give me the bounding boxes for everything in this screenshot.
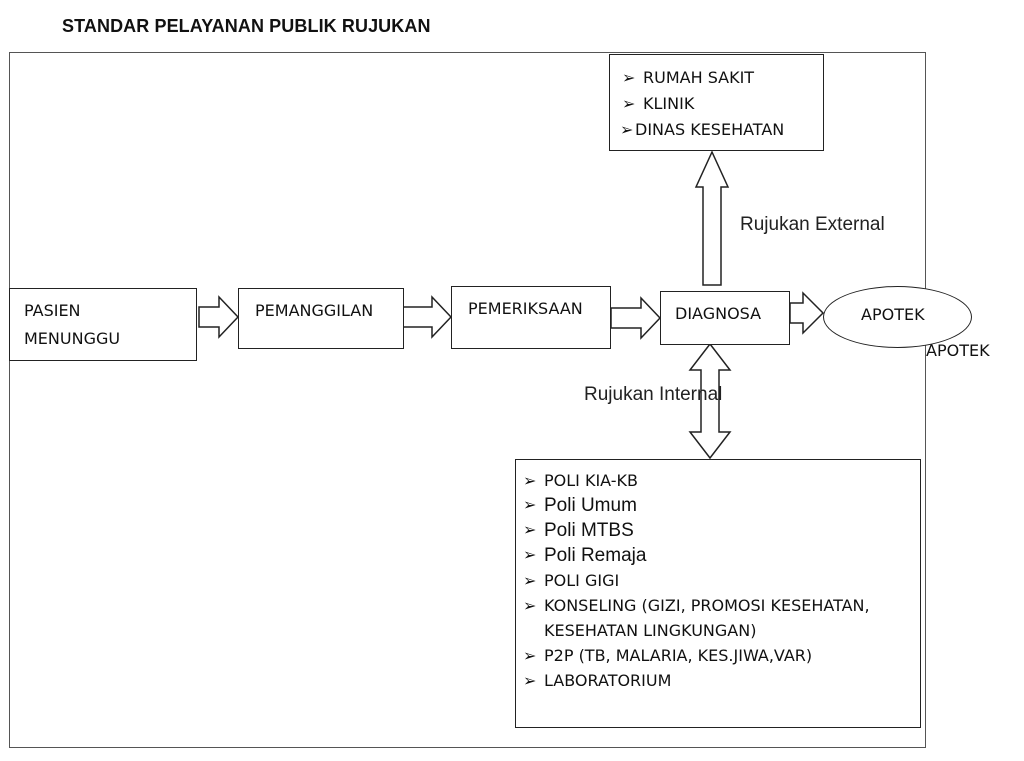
list-item: ➢ KONSELING (GIZI, PROMOSI KESEHATAN,	[519, 593, 870, 618]
internal-item-label: Poli Remaja	[544, 545, 647, 566]
node-pasien-menunggu: PASIEN MENUNGGU	[9, 288, 197, 361]
bullet-arrow-icon: ➢	[523, 596, 537, 615]
list-item: ➢ Poli Umum	[519, 493, 870, 518]
list-item-continuation: KESEHATAN LINGKUNGAN)	[519, 618, 870, 643]
internal-referral-box: ➢ POLI KIA-KB ➢ Poli Umum ➢ Poli MTBS ➢ Poli…	[515, 459, 921, 728]
arrow-diagnosa-to-apotek	[789, 291, 825, 335]
node-pemanggilan: PEMANGGILAN	[238, 288, 404, 349]
bullet-arrow-icon: ➢	[523, 497, 537, 514]
bullet-arrow-icon: ➢	[523, 471, 537, 490]
arrow-internal-double	[688, 342, 732, 460]
internal-item-label: P2P (TB, MALARIA, KES.JIWA,VAR)	[544, 646, 813, 665]
external-item-label: RUMAH SAKIT	[643, 68, 755, 87]
bullet-arrow-icon: ➢	[620, 120, 634, 139]
arrow-pasien-to-pemanggilan	[198, 295, 240, 339]
internal-item-label: Poli Umum	[544, 495, 637, 516]
node-apotek: APOTEK	[823, 286, 972, 348]
apotek-caption: APOTEK	[926, 341, 990, 360]
arrow-pemanggilan-to-pemeriksaan	[401, 295, 453, 339]
list-item: ➢ POLI GIGI	[519, 568, 870, 593]
node-pemeriksaan: PEMERIKSAAN	[451, 286, 611, 349]
bullet-arrow-icon: ➢	[622, 68, 636, 87]
external-item-label: DINAS KESEHATAN	[635, 120, 785, 139]
bullet-arrow-icon: ➢	[523, 547, 537, 564]
list-item: ➢ Poli MTBS	[519, 518, 870, 543]
list-item: ➢ LABORATORIUM	[519, 668, 870, 693]
node-apotek-label: APOTEK	[861, 305, 925, 324]
internal-item-label: Poli MTBS	[544, 520, 634, 541]
node-pasien-line2: MENUNGGU	[24, 329, 121, 348]
bullet-arrow-icon: ➢	[523, 571, 537, 590]
bullet-arrow-icon: ➢	[523, 646, 537, 665]
label-rujukan-external: Rujukan External	[740, 214, 885, 235]
node-diagnosa-label: DIAGNOSA	[675, 304, 762, 323]
diagram-frame	[9, 52, 926, 748]
node-diagnosa: DIAGNOSA	[660, 291, 790, 345]
internal-item-label: POLI GIGI	[544, 571, 620, 590]
node-pemanggilan-label: PEMANGGILAN	[255, 301, 374, 320]
list-item: ➢ Poli Remaja	[519, 543, 870, 568]
bullet-arrow-icon: ➢	[622, 94, 636, 113]
internal-item-label: KONSELING (GIZI, PROMOSI KESEHATAN,	[544, 596, 870, 615]
external-referral-list: ➢RUMAH SAKIT ➢KLINIK ➢DINAS KESEHATAN	[618, 65, 784, 143]
bullet-arrow-icon: ➢	[523, 522, 537, 539]
list-item: ➢ RUMAH SAKIT	[618, 65, 784, 91]
list-item: ➢ KLINIK	[618, 91, 784, 117]
external-referral-box: ➢RUMAH SAKIT ➢KLINIK ➢DINAS KESEHATAN	[609, 54, 824, 151]
external-item-label: KLINIK	[643, 94, 695, 113]
internal-item-label: LABORATORIUM	[544, 671, 672, 690]
node-pemeriksaan-label: PEMERIKSAAN	[468, 299, 583, 318]
list-item: ➢ P2P (TB, MALARIA, KES.JIWA,VAR)	[519, 643, 870, 668]
label-rujukan-internal: Rujukan Internal	[584, 384, 723, 405]
internal-item-label: KESEHATAN LINGKUNGAN)	[544, 621, 757, 640]
bullet-arrow-icon: ➢	[523, 671, 537, 690]
list-item: ➢ POLI KIA-KB	[519, 468, 870, 493]
arrow-pemeriksaan-to-diagnosa	[610, 296, 662, 340]
internal-item-label: POLI KIA-KB	[544, 471, 639, 490]
diagram-title: STANDAR PELAYANAN PUBLIK RUJUKAN	[62, 16, 431, 36]
arrow-external-up	[694, 150, 730, 286]
list-item: ➢DINAS KESEHATAN	[618, 117, 784, 143]
internal-referral-list: ➢ POLI KIA-KB ➢ Poli Umum ➢ Poli MTBS ➢ Poli…	[519, 468, 870, 693]
node-pasien-line1: PASIEN	[24, 301, 81, 320]
